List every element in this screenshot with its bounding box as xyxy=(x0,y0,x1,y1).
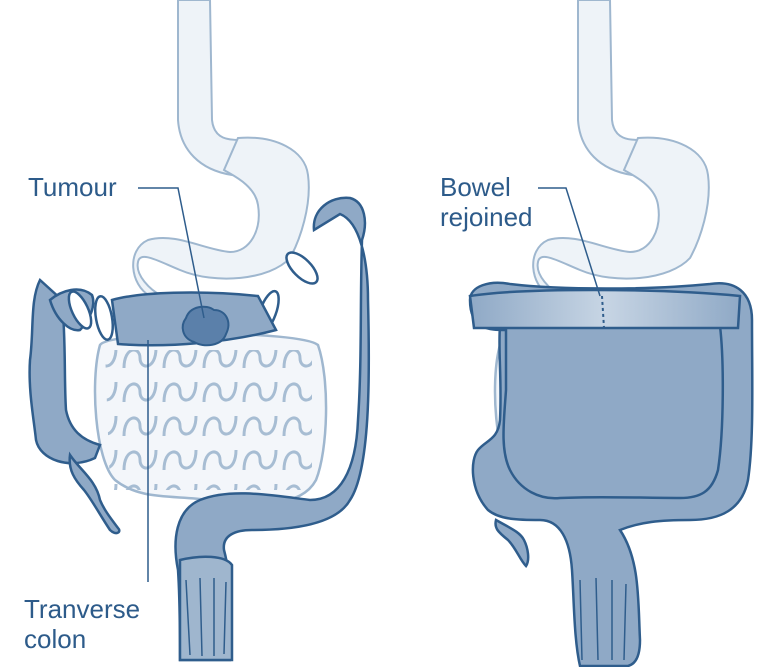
label-transverse-colon: Tranverse colon xyxy=(24,594,140,654)
oesophagus xyxy=(178,0,240,175)
label-bowel-rejoined: Bowel rejoined xyxy=(440,172,533,232)
right-figure xyxy=(470,0,752,666)
colon-rejoined xyxy=(470,283,752,666)
tumour xyxy=(183,307,229,346)
oesophagus xyxy=(578,0,640,175)
left-figure xyxy=(30,0,369,660)
label-tumour: Tumour xyxy=(28,172,117,202)
